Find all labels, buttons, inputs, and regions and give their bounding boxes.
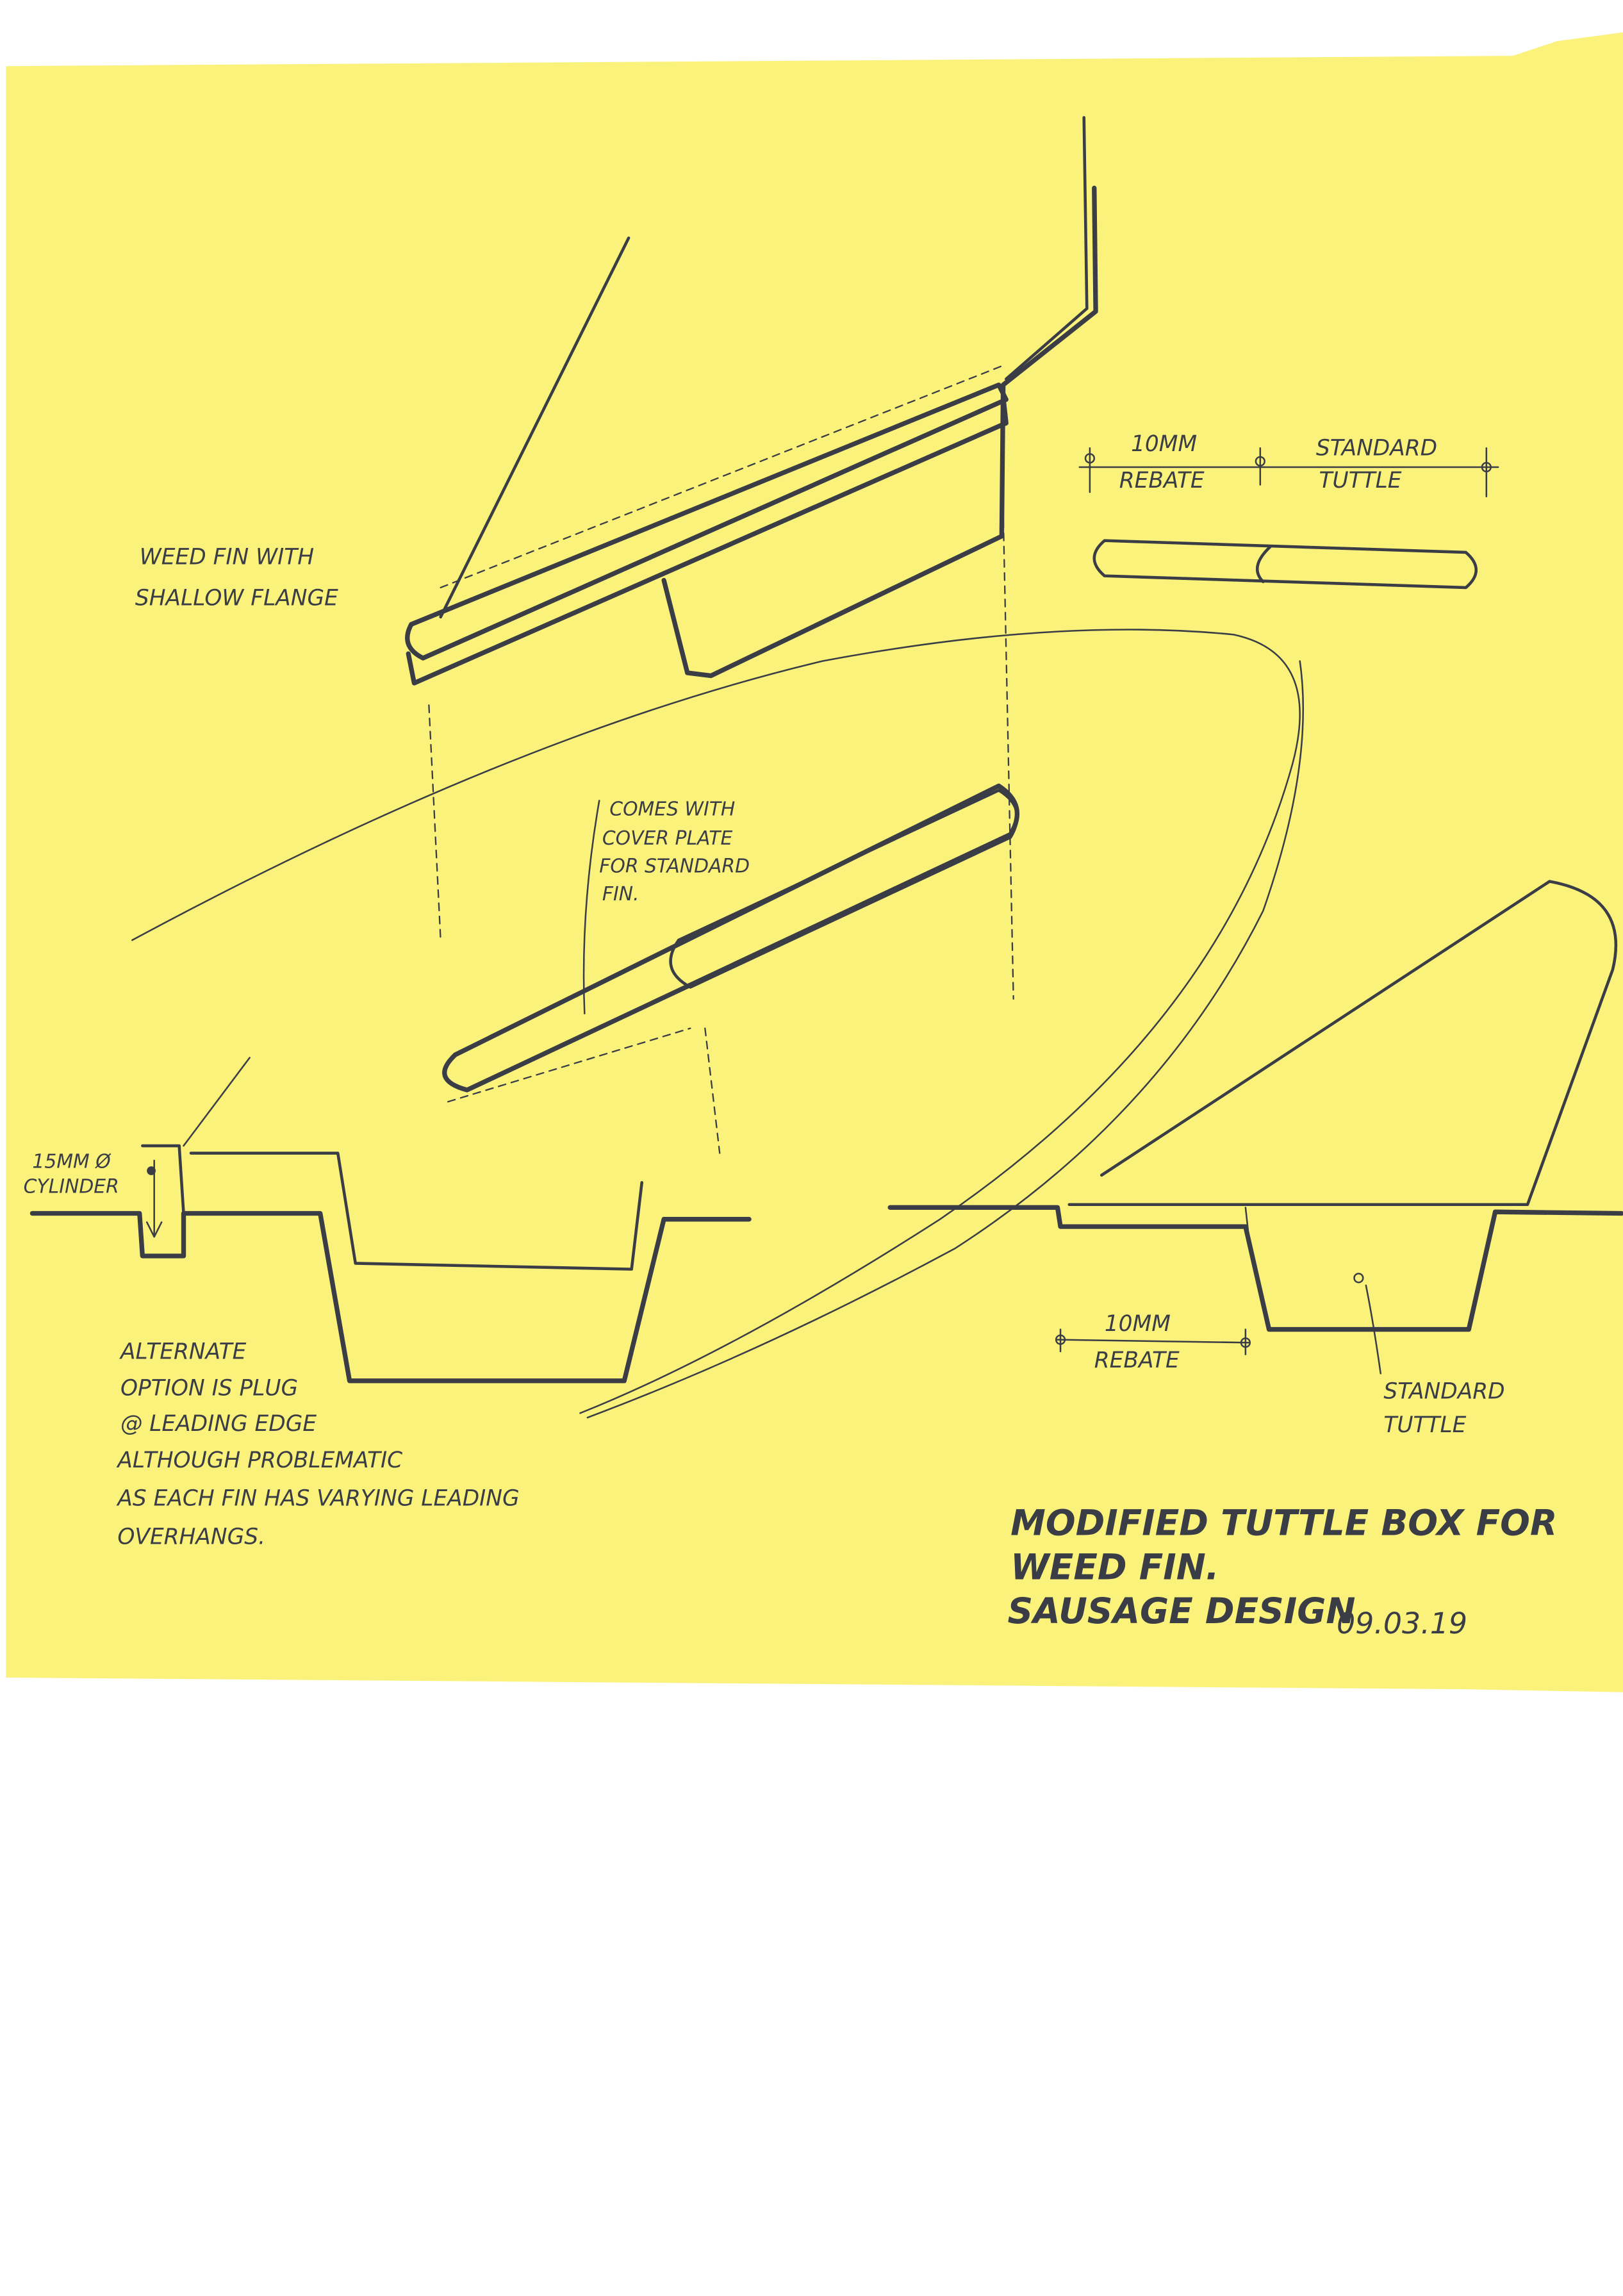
yellow-paper xyxy=(6,32,1623,1692)
weed-fin-drawing xyxy=(405,116,1098,1000)
drawing-date: 09.03.19 xyxy=(1337,1606,1467,1640)
top-dimension-drawing xyxy=(1078,447,1499,590)
left-section-drawing xyxy=(29,1057,752,1383)
right-section-drawing xyxy=(887,880,1623,1375)
board-outline xyxy=(131,629,1305,1419)
